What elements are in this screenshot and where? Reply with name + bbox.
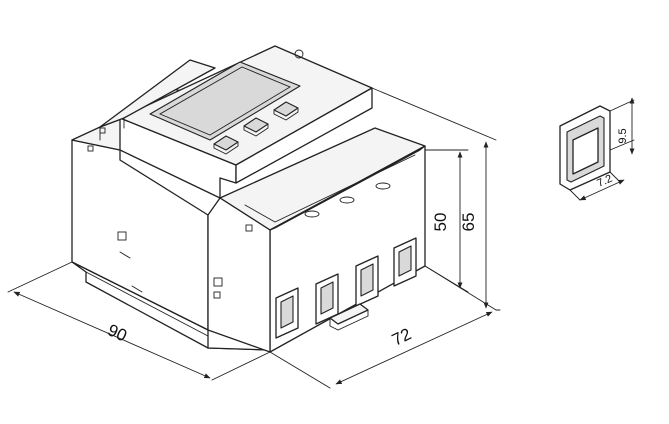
button-3 <box>273 101 299 121</box>
dimension-body-height: 50 <box>424 149 469 293</box>
dimension-width-label: 90 <box>105 320 130 345</box>
terminal-detail-view <box>559 99 635 201</box>
dimension-terminal-width: 7.2 <box>579 173 625 201</box>
din-rail-meter-body <box>71 45 426 353</box>
dimension-width: 90 <box>7 261 271 381</box>
dimension-terminal-width-label: 7.2 <box>595 173 614 190</box>
dimension-total-height: 65 <box>371 87 501 311</box>
button-2 <box>243 117 269 137</box>
dimension-body-height-label: 50 <box>431 213 450 232</box>
terminal-3 <box>355 255 379 307</box>
dimension-depth-label: 72 <box>389 324 414 349</box>
terminal-1 <box>275 287 299 339</box>
dimension-terminal-height-label: 9.5 <box>617 128 629 143</box>
seal-hole-icon <box>294 49 304 59</box>
dimension-terminal-height: 9.5 <box>617 97 635 155</box>
terminal-2 <box>315 273 339 325</box>
terminal-4 <box>393 237 417 287</box>
dimension-total-height-label: 65 <box>459 213 478 232</box>
button-1 <box>213 135 239 155</box>
